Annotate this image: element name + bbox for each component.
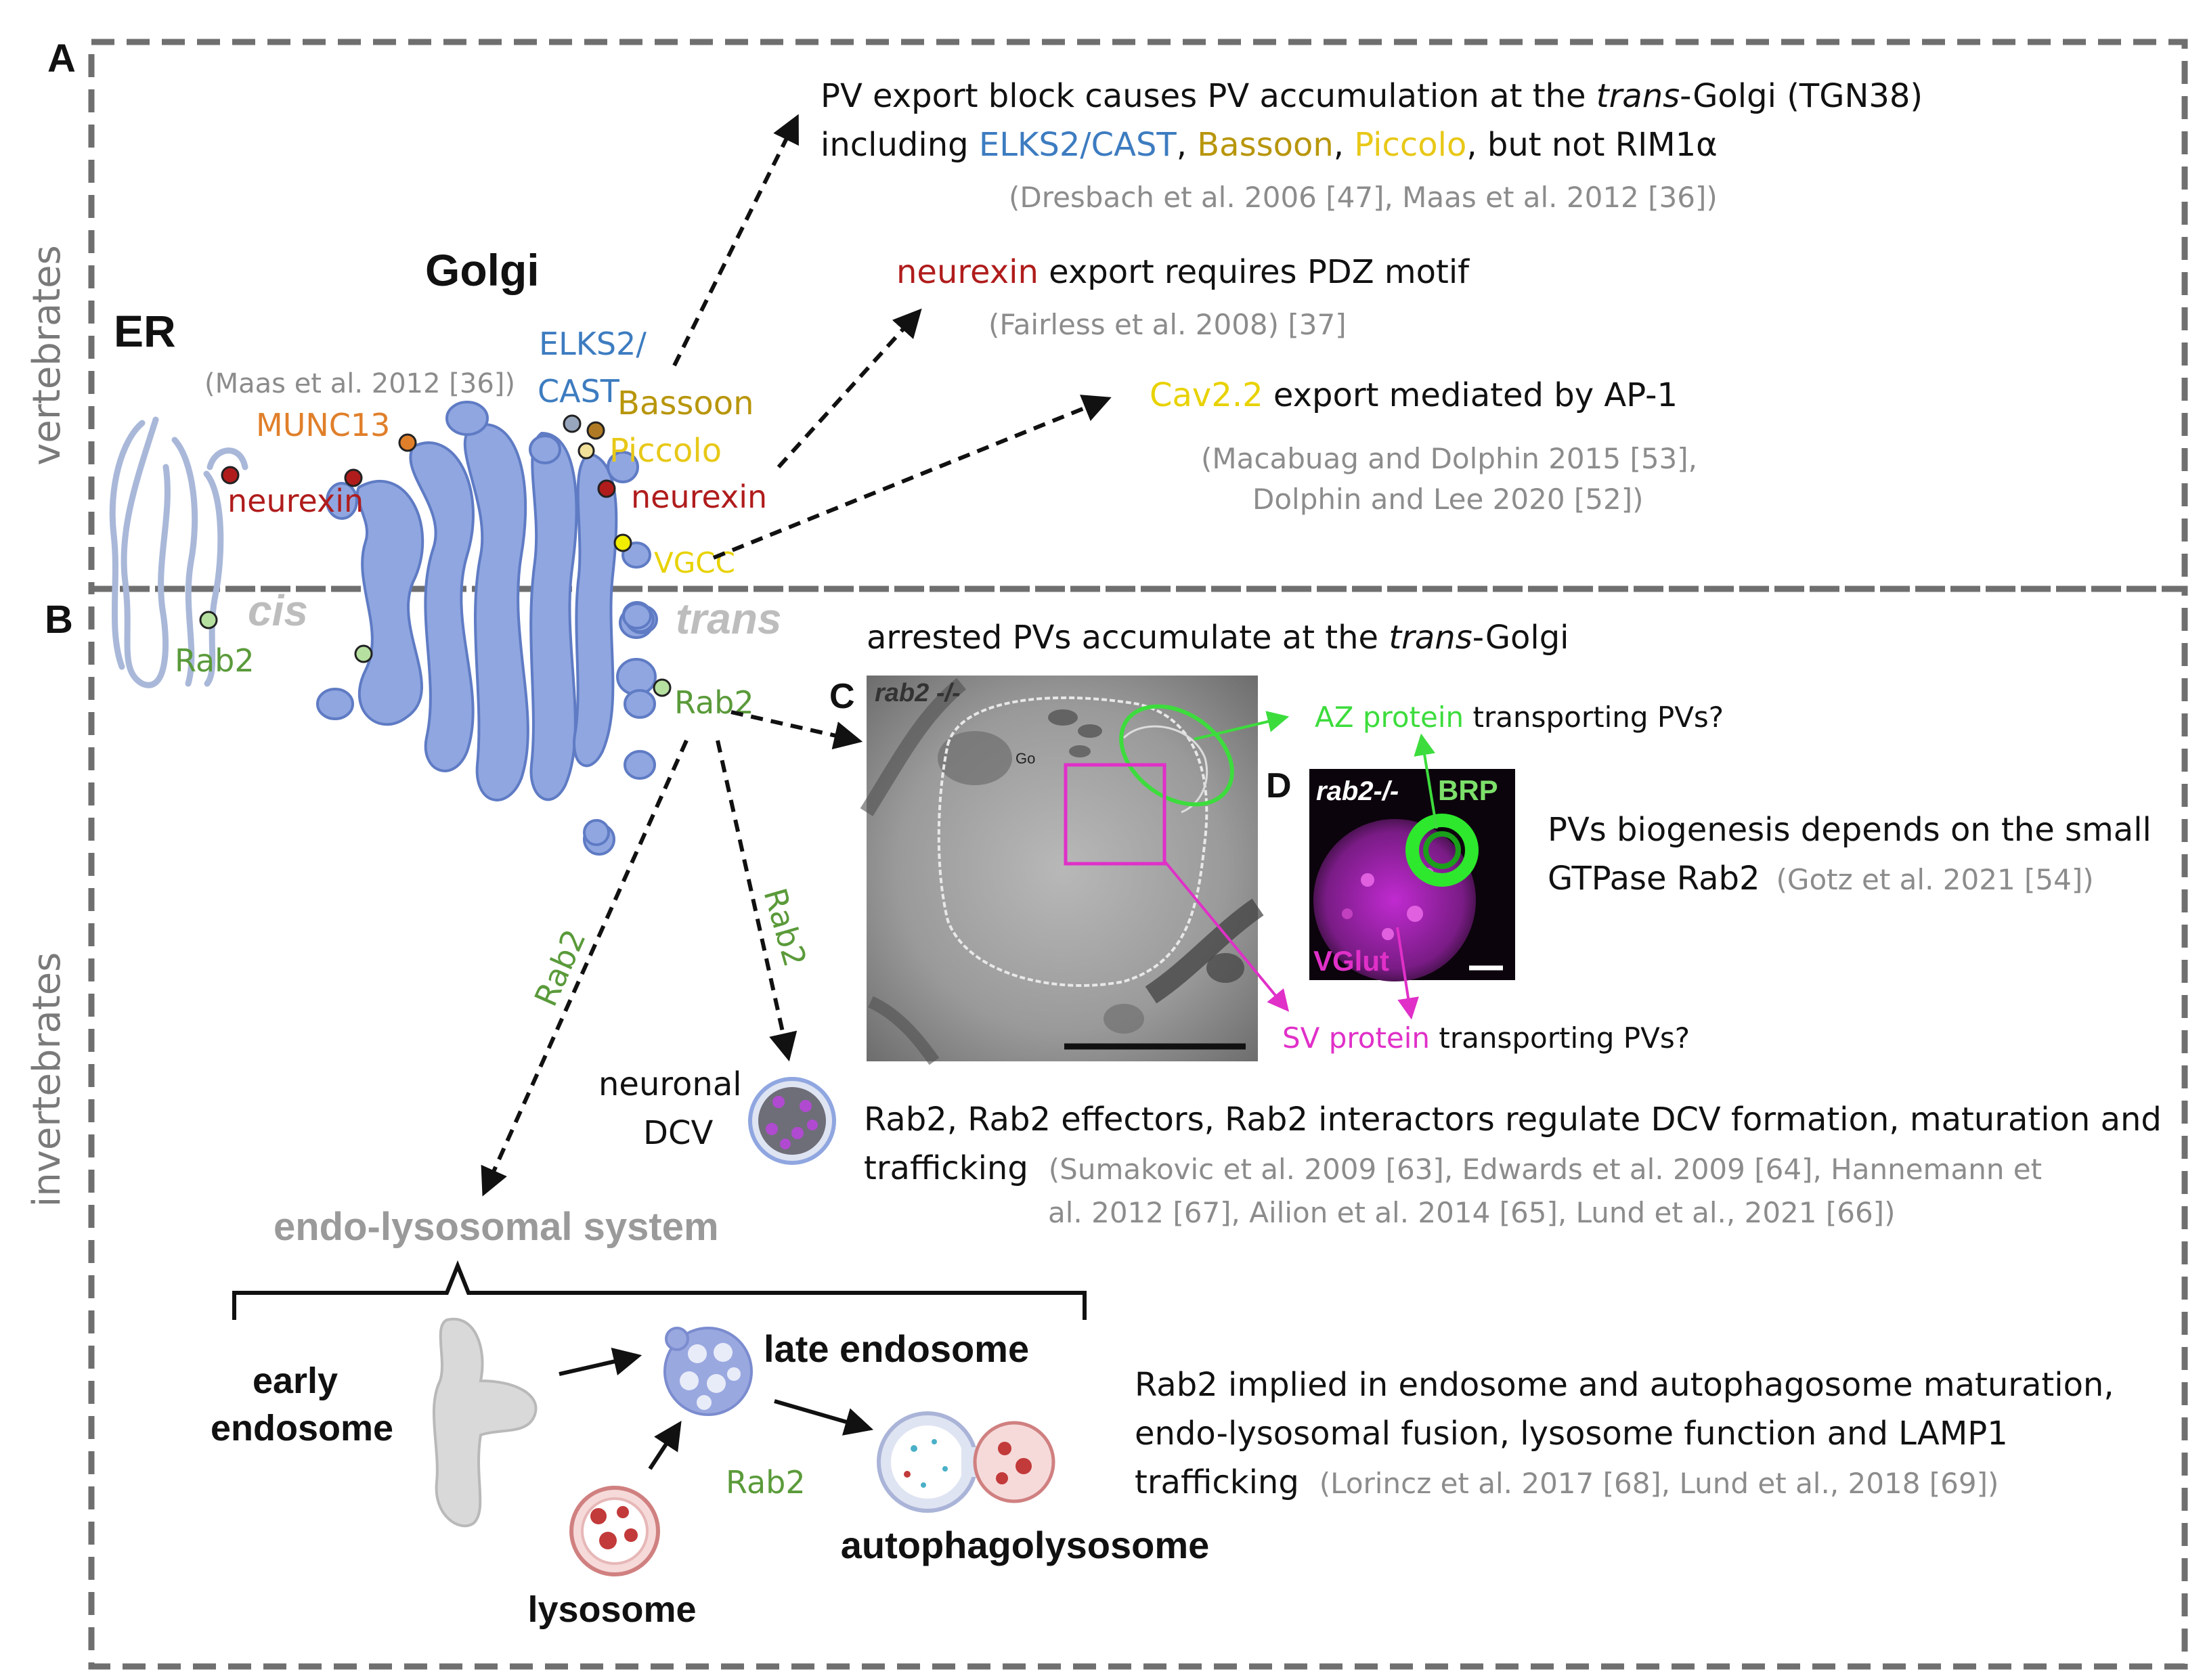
dot-piccolo	[577, 442, 595, 460]
em-micrograph	[860, 676, 1264, 1065]
if-micrograph	[1309, 769, 1515, 981]
cav-export-ref1: (Macabuag and Dolphin 2015 [53],	[1201, 442, 1697, 475]
arrow-az-protein	[1194, 711, 1290, 740]
er-shape	[109, 416, 248, 688]
em-green-ellipse	[1119, 704, 1234, 807]
if-brp-label: BRP	[1438, 774, 1498, 806]
autophagolysosome-shape	[877, 1411, 1055, 1513]
early-endosome-shape	[432, 1317, 538, 1528]
dot-neurexin-trans	[597, 479, 616, 498]
pv-export-line2: including ELKS2/CAST, Bassoon, Piccolo, …	[821, 126, 1718, 164]
arrow-to-endolysosome	[481, 739, 689, 1197]
side-label-invertebrates: invertebrates	[25, 952, 69, 1208]
label-bassoon: Bassoon	[617, 384, 754, 422]
late-endosome-shape	[663, 1327, 753, 1416]
endo-line2: endo-lysosomal fusion, lysosome function…	[1135, 1415, 2008, 1453]
az-protein-line: AZ protein transporting PVs?	[1315, 701, 1724, 734]
label-rab2-arrow-dcv: Rab2	[756, 884, 813, 971]
arrow-az-protein-if	[1414, 733, 1438, 829]
cav-export-ref2: Dolphin and Lee 2020 [52])	[1252, 483, 1644, 516]
arrow-neurexin-export	[777, 308, 922, 469]
golgi-shape	[316, 401, 658, 856]
label-lysosome: lysosome	[527, 1589, 696, 1630]
sv-protein-line: SV protein transporting PVs?	[1282, 1021, 1690, 1055]
label-er: ER	[114, 306, 176, 356]
dot-elks	[563, 414, 582, 433]
dot-bassoon	[586, 421, 605, 440]
label-vgcc: VGCC	[654, 546, 735, 579]
label-rab2-er: Rab2	[175, 642, 255, 679]
arrow-sv-protein	[1163, 860, 1290, 1012]
arrow-to-em	[730, 710, 863, 750]
label-cis: cis	[248, 586, 308, 635]
label-piccolo: Piccolo	[609, 432, 722, 470]
label-late-endosome: late endosome	[764, 1327, 1029, 1370]
pvs-biogenesis-line1: PVs biogenesis depends on the small	[1548, 811, 2152, 849]
side-label-vertebrates: vertebrates	[25, 245, 69, 466]
arrow-early-to-late	[559, 1347, 642, 1376]
label-dcv: DCV	[643, 1114, 713, 1152]
label-neurexin-left: neurexin	[227, 483, 364, 519]
label-early-endosome: endosome	[211, 1408, 393, 1449]
if-vglut-label: VGlut	[1313, 945, 1389, 977]
pvs-biogenesis-line2: GTPase Rab2(Gotz et al. 2021 [54])	[1548, 860, 2094, 898]
neurexin-export-line: neurexin export requires PDZ motif	[896, 253, 1470, 291]
dcv-ref-line2: al. 2012 [67], Ailion et al. 2014 [65], …	[1048, 1196, 1895, 1229]
ref-maas: (Maas et al. 2012 [36])	[204, 368, 515, 399]
dot-vgcc	[613, 533, 632, 552]
em-label: rab2 -/-	[875, 679, 961, 707]
label-neurexin-right: neurexin	[631, 479, 767, 515]
panel-label-b: B	[45, 598, 73, 642]
dcv-vesicle	[748, 1077, 836, 1165]
cav-export-line: Cav2.2 export mediated by AP-1	[1150, 376, 1678, 414]
label-rab2-endo: Rab2	[726, 1464, 806, 1501]
dot-neurexin-cis	[344, 468, 363, 487]
label-endo-lysosomal: endo-lysosomal system	[274, 1205, 719, 1249]
pv-export-ref: (Dresbach et al. 2006 [47], Maas et al. …	[1009, 181, 1718, 214]
panel-label-a: A	[47, 37, 76, 81]
label-neuronal: neuronal	[598, 1065, 742, 1103]
panel-label-c: C	[829, 677, 855, 716]
pv-export-line1: PV export block causes PV accumulation a…	[821, 77, 1923, 115]
dot-rab2-cis	[354, 644, 373, 663]
arrow-to-dcv	[716, 740, 798, 1062]
endo-line1: Rab2 implied in endosome and autophagoso…	[1135, 1366, 2114, 1404]
endo-line3: trafficking(Lorincz et al. 2017 [68], Lu…	[1135, 1463, 1999, 1501]
label-cast: CAST	[538, 373, 620, 410]
arrested-pvs-line: arrested PVs accumulate at the trans-Gol…	[867, 619, 1569, 657]
dot-neurexin-er	[221, 466, 240, 485]
if-label: rab2-/-	[1316, 776, 1399, 806]
dcv-line1: Rab2, Rab2 effectors, Rab2 interactors r…	[864, 1101, 2162, 1139]
neurexin-export-ref: (Fairless et al. 2008) [37]	[988, 308, 1347, 341]
panel-label-d: D	[1266, 766, 1292, 805]
arrow-sv-protein-if	[1396, 927, 1419, 1020]
endo-brace	[232, 1260, 1087, 1320]
label-munc13: MUNC13	[256, 407, 390, 443]
panel-a-frame	[88, 39, 2188, 592]
dot-munc13	[398, 433, 417, 452]
label-elks2: ELKS2/	[539, 326, 647, 362]
em-magenta-box	[1064, 763, 1166, 866]
lysosome-shape	[569, 1486, 660, 1576]
dot-rab2-er	[199, 611, 218, 629]
label-autophagolysosome: autophagolysosome	[841, 1524, 1210, 1566]
label-golgi: Golgi	[425, 245, 540, 295]
arrow-cav-export	[712, 395, 1112, 560]
dot-rab2-trans	[653, 678, 672, 697]
arrow-late-to-autophago	[774, 1399, 874, 1436]
arrow-pv-export	[672, 114, 799, 367]
arrow-lysosome-to-late	[648, 1420, 682, 1470]
dcv-line2: trafficking(Sumakovic et al. 2009 [63], …	[864, 1149, 2042, 1187]
label-trans: trans	[676, 594, 782, 643]
em-go-label: Go	[1016, 750, 1035, 767]
label-early: early	[253, 1361, 338, 1401]
